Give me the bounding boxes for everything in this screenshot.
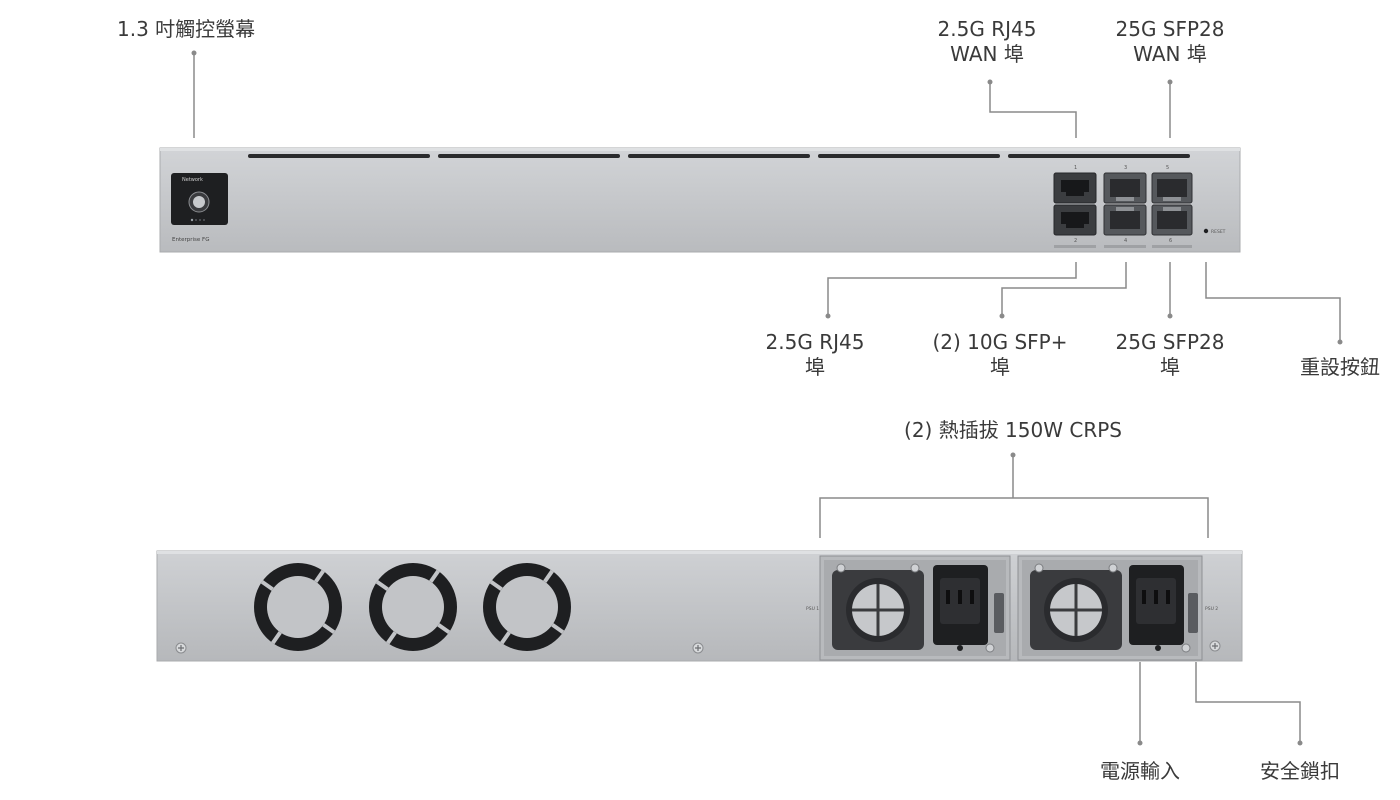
screw (175, 642, 187, 654)
vent-slot (1008, 154, 1190, 158)
front-top-edge (160, 148, 1240, 151)
sfp28-wan-label-line2: WAN 埠 (1133, 42, 1207, 66)
rj45-lan-label: 2.5G RJ45 埠 (766, 330, 865, 380)
vent-slot (438, 154, 620, 158)
front-panel: Network Enterprise FG 1 2 3 (159, 147, 1241, 253)
port-number-2: 2 (1074, 238, 1077, 244)
screw (692, 642, 704, 654)
touchscreen[interactable]: Network (171, 173, 228, 225)
sfp28-lan-label-line2: 埠 (1159, 355, 1180, 379)
rear-panel: PSU 1 PSU 2 (156, 550, 1243, 662)
sfp-plus-port-group: 3 4 (1103, 165, 1147, 248)
port-number-1: 1 (1074, 165, 1077, 171)
sfp-plus-leader (1001, 262, 1127, 316)
reset-text: RESET (1211, 229, 1226, 235)
sfp-plus-label-line2: 埠 (989, 355, 1010, 379)
rj45-lan-label-line1: 2.5G RJ45 (765, 330, 865, 354)
safety-lock-leader (1195, 662, 1301, 743)
port-number-3: 3 (1124, 165, 1127, 171)
sfp-plus-label: (2) 10G SFP+ 埠 (932, 330, 1067, 380)
rj45-wan-label-line1: 2.5G RJ45 (937, 17, 1037, 41)
fan (254, 563, 342, 651)
crps-label: (2) 熱插拔 150W CRPS (904, 418, 1122, 442)
rj45-lan-label-line2: 埠 (805, 355, 825, 379)
psu-module-2[interactable] (1017, 555, 1203, 661)
fan (369, 563, 457, 651)
rj45-lan-leader (827, 262, 1077, 316)
psu-module-1[interactable] (819, 555, 1011, 661)
safety-lock[interactable] (1181, 643, 1191, 653)
reset-leader (1205, 262, 1341, 342)
rj45-wan-label: 2.5G RJ45 WAN 埠 (938, 17, 1037, 67)
sfp28-lan-label-line1: 25G SFP28 (1115, 330, 1225, 354)
sfp-plus-label-line1: (2) 10G SFP+ (932, 330, 1068, 354)
reset-button[interactable] (1203, 228, 1209, 234)
vent-slot (628, 154, 810, 158)
rj45-wan-leader (989, 82, 1077, 138)
vent-slot (248, 154, 430, 158)
screen-center (193, 196, 205, 208)
port-number-6: 6 (1169, 238, 1172, 244)
port-number-5: 5 (1166, 165, 1169, 171)
sfp28-wan-label: 25G SFP28 WAN 埠 (1115, 17, 1224, 67)
rj45-wan-label-line2: WAN 埠 (950, 42, 1024, 66)
sfp28-lan-label: 25G SFP28 埠 (1115, 330, 1224, 380)
sfp28-port-group: 5 6 (1151, 165, 1193, 248)
screen-title: Network (182, 177, 203, 183)
power-input-label: 電源輸入 (1100, 759, 1180, 783)
safety-lock-label: 安全鎖扣 (1260, 759, 1340, 783)
psu1-label: PSU 1 (806, 606, 819, 612)
sfp28-wan-label-line1: 25G SFP28 (1115, 17, 1225, 41)
psu2-label: PSU 2 (1205, 606, 1218, 612)
touchscreen-label: 1.3 吋觸控螢幕 (117, 17, 256, 41)
brand-label: Enterprise FG (172, 237, 209, 243)
port-number-4: 4 (1124, 238, 1127, 244)
vent-slot (818, 154, 1000, 158)
screw (1209, 640, 1221, 652)
crps-leader (819, 455, 1209, 538)
leader-lines (191, 50, 1343, 746)
reset-button-label: 重設按鈕 (1300, 355, 1380, 379)
fan (483, 563, 571, 651)
rj45-port-group: 1 2 (1053, 165, 1097, 248)
